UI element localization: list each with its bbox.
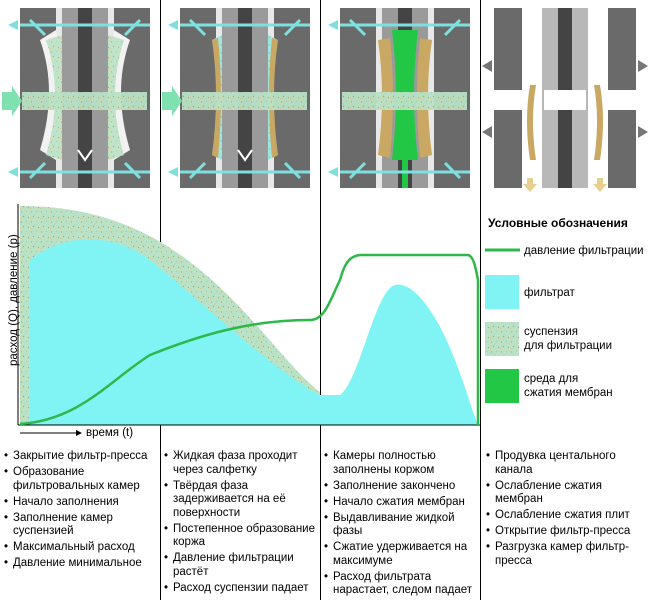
filtrate-pulse — [320, 284, 478, 425]
y-axis-label: расход (Q), давление (p) — [8, 234, 20, 366]
stage-4-item: Открытие фильтр-пресса — [486, 525, 646, 539]
stage-2-item: Жидкая фаза проходит через салфетку — [164, 450, 318, 477]
stage-1-item: Закрытие фильтр-пресса — [4, 450, 156, 464]
stage-4-item: Ослабление сжатия мембран — [486, 480, 646, 507]
press-schematic-2 — [162, 8, 310, 188]
legend-label-membrane: среда для сжатия мембран — [524, 373, 613, 399]
stage-2-item: Постепенное образование коржа — [164, 523, 318, 550]
stage-1-item: Образование фильтровальных камер — [4, 466, 156, 493]
press-schematic-3 — [328, 8, 470, 188]
legend-label-suspension: суспензия для фильтрации — [524, 326, 613, 352]
stage-4-item: Ослабление сжатия плит — [486, 509, 646, 523]
stage-2-item: Давление фильтрации растёт — [164, 552, 318, 579]
pressure-line — [19, 253, 480, 426]
stage-3-item: Выдавливание жидкой фазы — [324, 512, 478, 539]
legend-swatch-filtrate — [485, 275, 519, 309]
press-schematic-1 — [2, 8, 150, 188]
stage-1-item: Давление минимальное — [4, 557, 156, 571]
stage-1-item: Максимальный расход — [4, 541, 156, 555]
legend-swatches — [485, 248, 520, 403]
press-schematic-4-open — [482, 8, 648, 192]
stage-3-list: Камеры полностью заполнены коржом Заполн… — [324, 450, 478, 600]
stage-1-item: Заполнение камер суспензией — [4, 512, 156, 539]
stage-3-item: Расход фильтрата нарастает, следом падае… — [324, 571, 478, 598]
stage-1-item: Начало заполнения — [4, 496, 156, 510]
process-graph — [17, 204, 480, 436]
stage-2-item: Твёрдая фаза задерживается на её поверхн… — [164, 480, 318, 521]
stage-2-item: Расход суспензии падает — [164, 582, 318, 596]
filtrate-area — [30, 239, 320, 425]
stage-4-list: Продувка центального канала Ослабление с… — [486, 450, 646, 571]
stage-3-item: Заполнение закончено — [324, 480, 478, 494]
x-axis-label: время (t) — [86, 427, 134, 439]
legend-label-pressure: давление фильтрации — [524, 245, 644, 257]
stage-3-item: Начало сжатия мембран — [324, 496, 478, 510]
legend-label-filtrate: фильтрат — [524, 287, 575, 299]
legend-title: Условные обозначения — [488, 216, 628, 230]
legend-swatch-suspension — [485, 322, 519, 356]
stage-4-item: Продувка центального канала — [486, 450, 646, 477]
stage-4-item: Разгрузка камер фильтр-пресса — [486, 541, 646, 568]
stage-3-item: Камеры полностью заполнены коржом — [324, 450, 478, 477]
stage-1-list: Закрытие фильтр-пресса Образование фильт… — [4, 450, 156, 573]
stage-3-item: Сжатие удерживается на максимуме — [324, 541, 478, 568]
stage-2-list: Жидкая фаза проходит через салфетку Твёр… — [164, 450, 318, 598]
legend-swatch-membrane — [485, 369, 519, 403]
